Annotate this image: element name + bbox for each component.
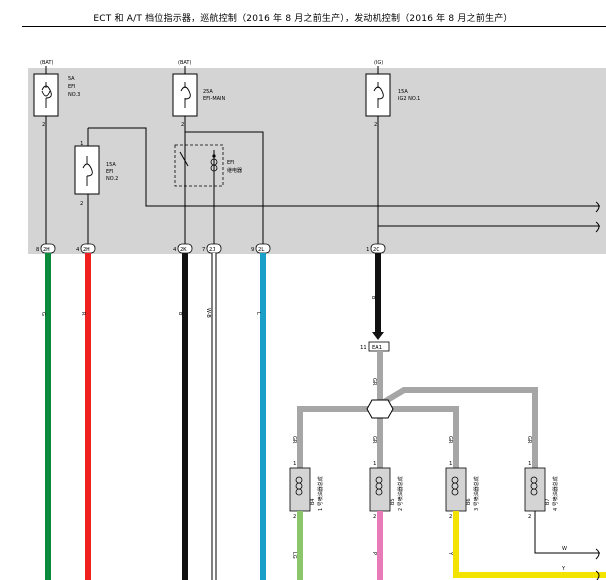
panel-internal-wiring — [45, 116, 600, 244]
svg-text:2H: 2H — [83, 247, 90, 253]
wire-continue-mark-2 — [595, 221, 600, 233]
fuse-rating: 15A — [398, 89, 408, 95]
wire-continue-mark-1 — [595, 201, 600, 213]
wire-color-label: B — [370, 296, 376, 300]
connector-2h-4: 4 2H — [76, 243, 96, 254]
svg-text:2H: 2H — [43, 247, 50, 253]
svg-text:B5: B5 — [390, 498, 396, 505]
fuse-rating: 15A — [106, 162, 116, 168]
svg-text:2K: 2K — [180, 247, 187, 253]
fuse-rating: 5A — [68, 76, 75, 82]
wire-color-label: GR — [291, 436, 297, 444]
efi-relay: EFI 继电器 — [174, 144, 242, 187]
wire-color-label: LG — [291, 552, 297, 559]
wire-color-label: G — [40, 312, 46, 316]
svg-text:8: 8 — [36, 247, 39, 253]
svg-text:7: 7 — [202, 247, 205, 253]
injector-4: 1 B7 4 号喷油器总成 2 — [524, 461, 559, 520]
wire-color-label: GR — [447, 436, 453, 444]
svg-text:9: 9 — [251, 247, 254, 253]
wire-color-label: W — [562, 546, 567, 552]
svg-text:2: 2 — [373, 514, 376, 520]
svg-text:2L: 2L — [258, 247, 265, 253]
fuse-efi-no2: 1 15A EFI NO.2 2 — [74, 128, 118, 207]
svg-text:B6: B6 — [466, 498, 472, 505]
svg-text:2: 2 — [449, 514, 452, 520]
wire-color-label: B — [177, 312, 183, 316]
fuse-supply-label: (IG) — [374, 60, 383, 66]
fuse-pin: 2 — [80, 201, 83, 207]
fuse-name-2: NO.2 — [106, 176, 118, 182]
svg-text:4: 4 — [173, 247, 177, 253]
wire-color-label: L — [255, 312, 261, 315]
fuse-name: EFI — [68, 84, 76, 90]
injector-2: 1 B5 2 号喷油器总成 2 — [369, 461, 404, 520]
svg-text:2C: 2C — [373, 247, 380, 253]
wire-color-label: R — [80, 312, 86, 316]
wire-white — [534, 511, 600, 554]
fuse-rating: 25A — [203, 89, 213, 95]
relay-label-2: 继电器 — [227, 167, 242, 174]
connector-2j-7: 7 2J — [202, 243, 222, 254]
svg-text:1: 1 — [366, 247, 369, 253]
svg-text:4: 4 — [76, 247, 80, 253]
fuse-ig2-no1: (IG) 15A IG2 NO.1 2 — [365, 60, 420, 128]
svg-text:1: 1 — [293, 461, 296, 467]
relay-label: EFI — [227, 160, 235, 166]
connector-2l-9: 9 2L — [251, 243, 271, 254]
fuse-supply-label: (BAT) — [40, 60, 53, 66]
svg-text:2 号喷油器总成: 2 号喷油器总成 — [397, 476, 404, 511]
junction-connector-ea1: 11 EA1 — [360, 341, 390, 352]
svg-text:3 号喷油器总成: 3 号喷油器总成 — [473, 476, 480, 511]
svg-text:4 号喷油器总成: 4 号喷油器总成 — [552, 476, 559, 511]
wire-color-label: GR — [371, 436, 377, 444]
svg-text:1 号喷油器总成: 1 号喷油器总成 — [317, 476, 324, 511]
fuse-pin: 2 — [42, 122, 45, 128]
wire-color-label: Y — [447, 551, 453, 556]
wire-color-label: Y — [561, 566, 566, 572]
diagram-title: ECT 和 A/T 档位指示器，巡航控制（2016 年 8 月之前生产），发动机… — [93, 14, 513, 24]
injector-3: 1 B6 3 号喷油器总成 2 — [445, 461, 480, 520]
fuse-pin: 2 — [181, 122, 184, 128]
wire-yellow — [453, 511, 606, 578]
injector-1: 1 B4 1 号喷油器总成 2 — [289, 461, 324, 520]
fuse-efi-no3: (BAT) 5A EFI NO.3 2 — [33, 60, 80, 128]
fuse-name: EFI — [106, 169, 114, 175]
svg-text:EA1: EA1 — [372, 345, 382, 351]
svg-text:1: 1 — [528, 461, 531, 467]
gray-splice-network — [297, 387, 538, 468]
wire-color-label: GR — [371, 378, 377, 386]
fuse-name-2: NO.3 — [68, 92, 80, 98]
wire-color-label: P — [371, 552, 377, 555]
connector-2c-1: 1 2C — [366, 243, 386, 254]
svg-text:2: 2 — [293, 514, 296, 520]
svg-text:2: 2 — [528, 514, 531, 520]
svg-text:B7: B7 — [545, 498, 551, 505]
fuse-supply-label: (BAT) — [178, 60, 191, 66]
svg-text:1: 1 — [449, 461, 452, 467]
svg-text:B4: B4 — [310, 498, 316, 505]
wire-color-label: W-B — [205, 308, 211, 318]
fuse-pin: 2 — [374, 122, 377, 128]
junction-block-panel — [28, 68, 606, 254]
fuse-efi-main: (BAT) 25A EFI-MAIN 2 — [172, 60, 226, 128]
wire-color-label: GR — [526, 436, 532, 444]
splice-point — [366, 399, 394, 419]
svg-text:2J: 2J — [209, 247, 216, 253]
svg-text:11: 11 — [360, 345, 367, 351]
title-underline — [22, 26, 606, 27]
fuse-pin-top: 1 — [80, 141, 83, 147]
svg-text:1: 1 — [373, 461, 376, 467]
fuse-name: EFI-MAIN — [203, 96, 226, 102]
fuse-name: IG2 NO.1 — [398, 96, 420, 102]
